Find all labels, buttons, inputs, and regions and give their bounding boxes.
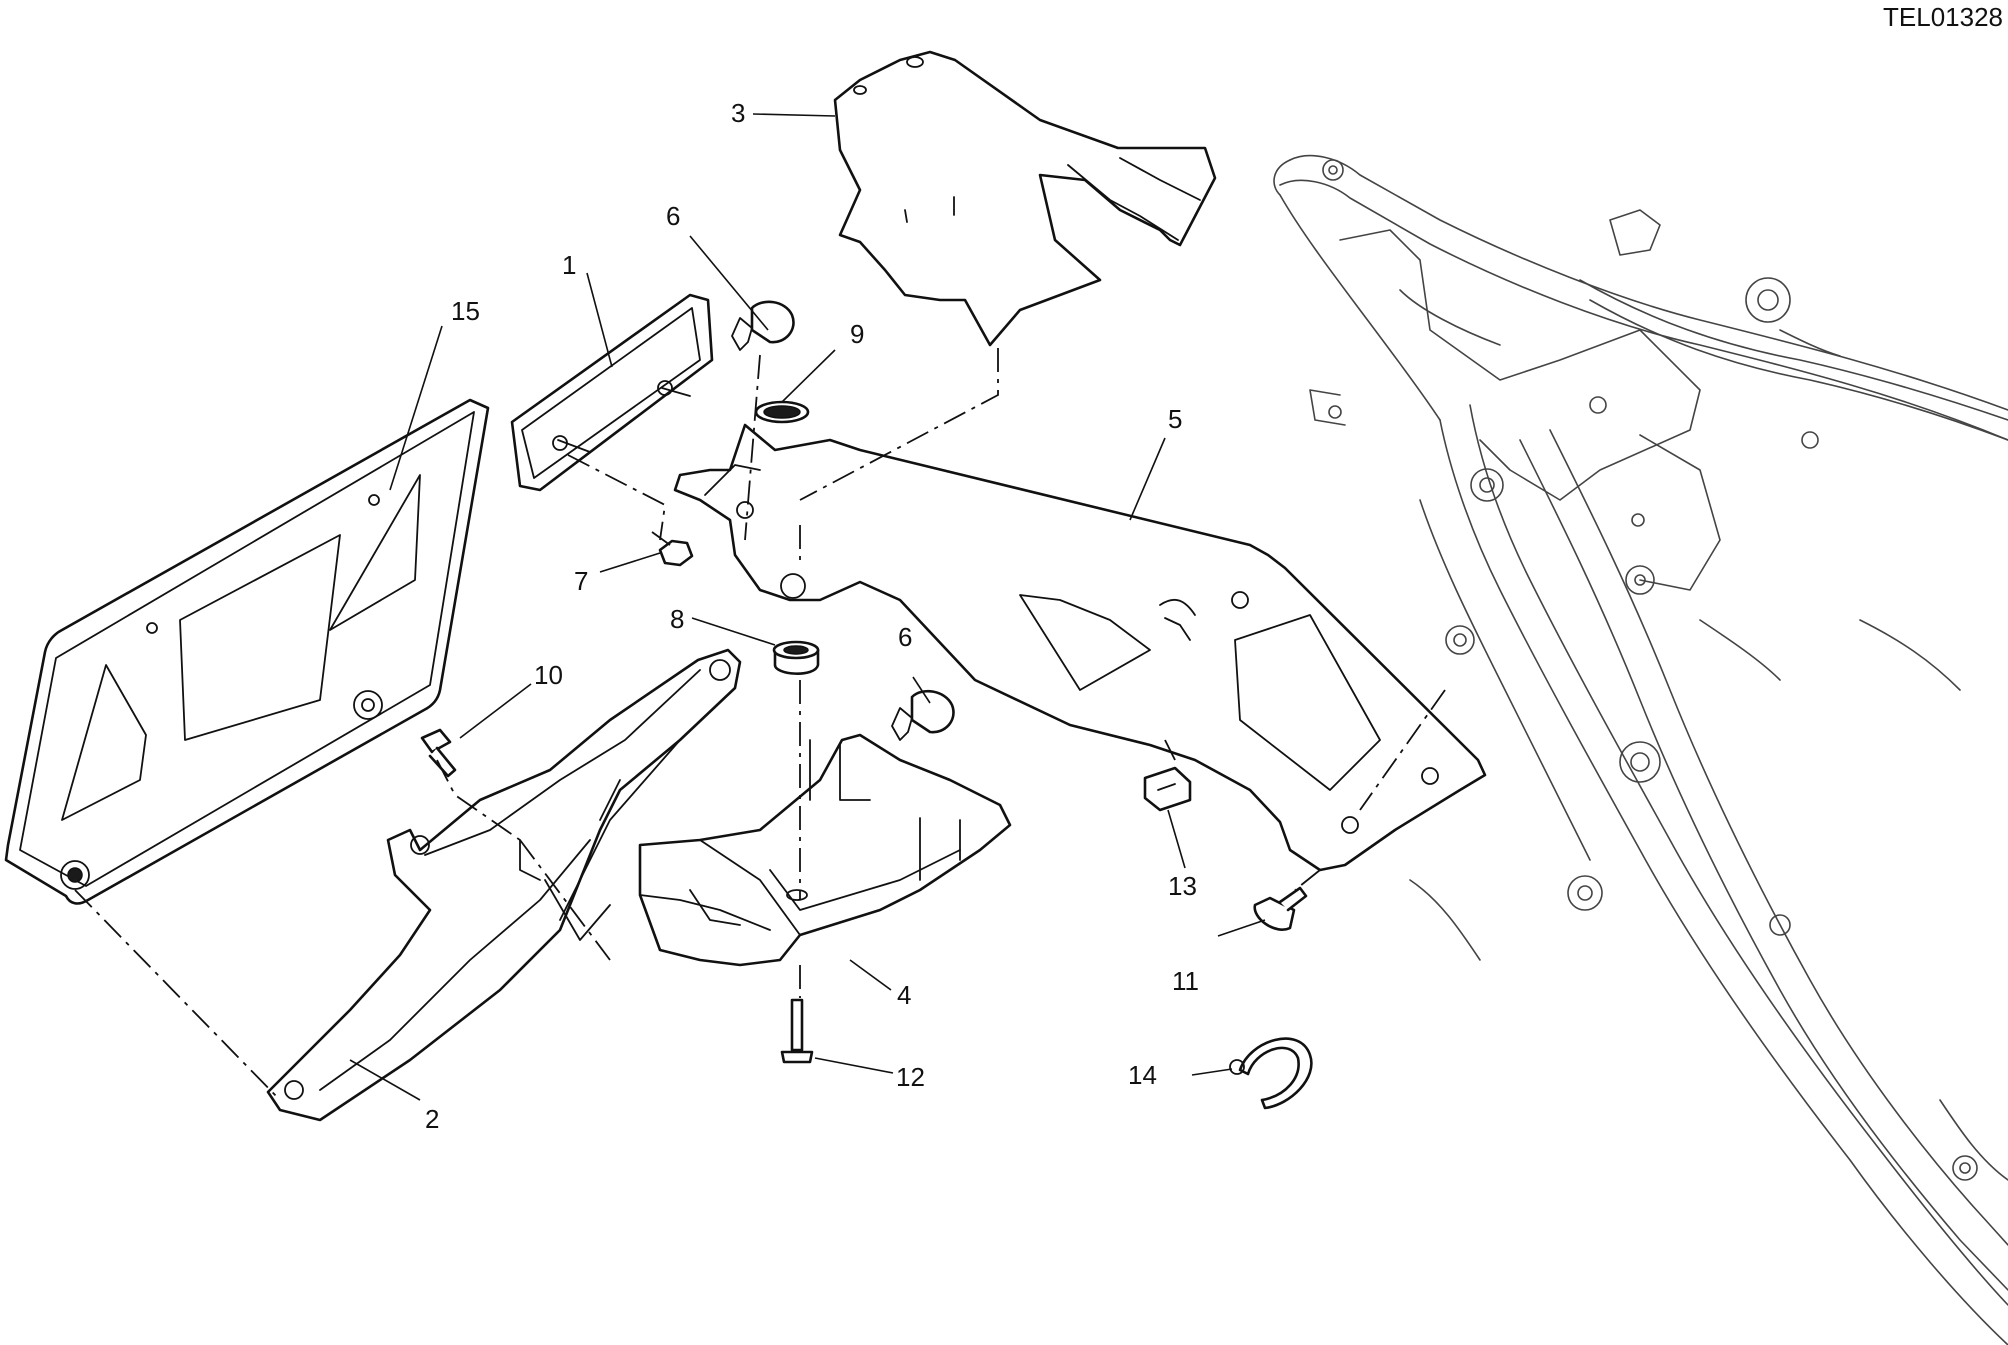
drawing-code: TEL01328 [1883,2,2003,32]
callout-1: 1 [562,250,576,280]
callout-12: 12 [896,1062,925,1092]
licence-plate-holder [4,398,490,905]
callout-4: 4 [897,980,911,1010]
screw-11 [1253,886,1308,931]
callout-5: 5 [1168,404,1182,434]
lower-cover [638,733,1012,967]
main-bracket [673,423,1487,872]
cover [833,50,1217,347]
callout-8: 8 [670,604,684,634]
callout-14: 14 [1128,1060,1157,1090]
callout-11: 11 [1172,966,1199,996]
cable-clamp-14 [1229,1037,1313,1110]
bolt-12 [780,998,814,1064]
alignment-lines [74,348,1446,1101]
washer [754,400,810,424]
callout-9: 9 [850,319,864,349]
support-arm [266,648,742,1122]
callout-13: 13 [1168,871,1197,901]
callout-7: 7 [574,566,588,596]
callout-3: 3 [731,98,745,128]
hose-clip-upper [731,300,795,351]
leader-lines [349,113,1266,1101]
callout-2: 2 [425,1104,439,1134]
callout-numbers: 3 6 1 15 9 5 7 8 6 10 13 4 11 12 14 2 [425,98,1199,1134]
rear-frame [1273,154,2008,1345]
screw-10 [420,728,457,778]
hose-clip-lower [891,689,955,741]
reflector [510,293,714,492]
callout-6-upper: 6 [666,201,680,231]
callout-6-lower: 6 [898,622,912,652]
clip-13 [1143,766,1192,812]
callout-15: 15 [451,296,480,326]
nut [658,539,694,567]
rubber-grommet [772,640,820,675]
callout-10: 10 [534,660,563,690]
